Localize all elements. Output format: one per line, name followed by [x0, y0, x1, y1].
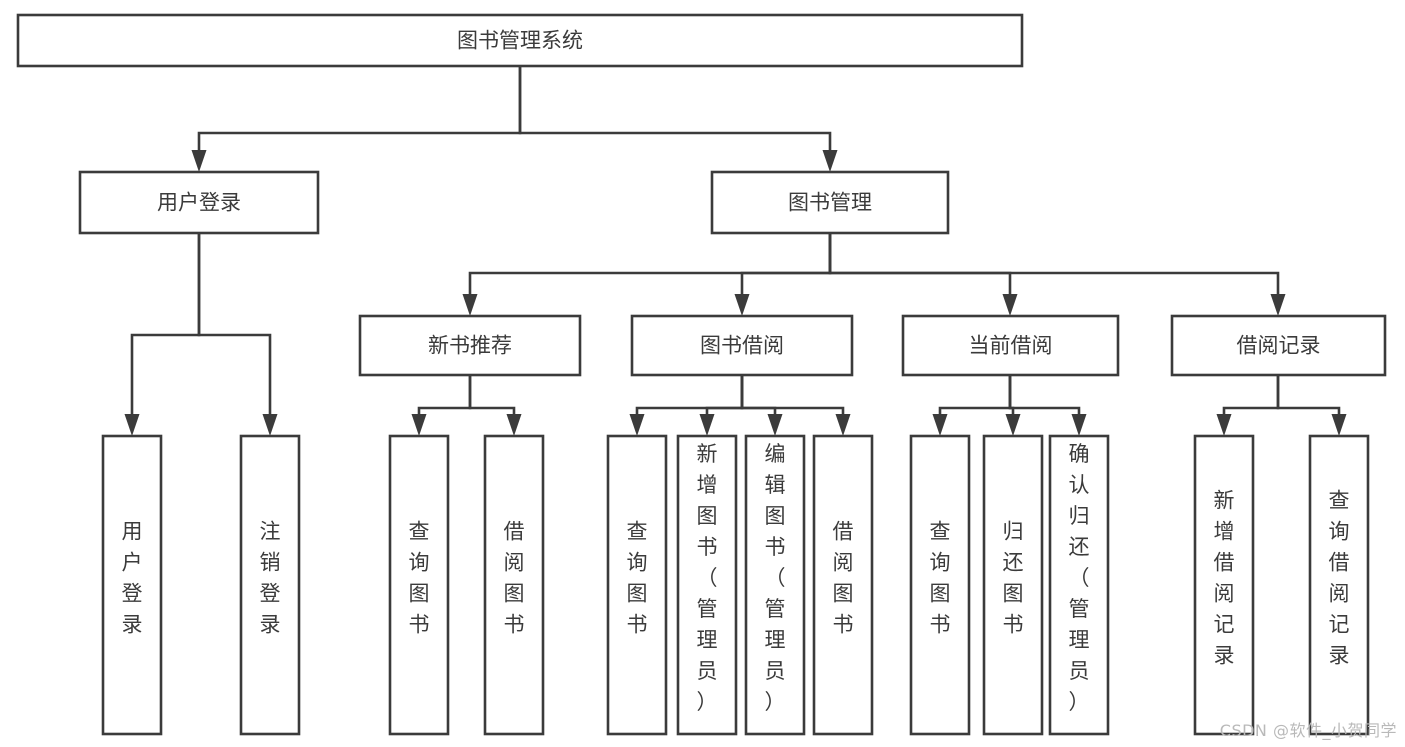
connector-user-login-to-leaf-logout	[197, 233, 278, 436]
node-box[interactable]	[1170, 314, 1387, 377]
connector-book-borrow-to-leaf-add-book	[699, 375, 744, 436]
connector-book-manage-to-current-borrow	[828, 233, 1018, 316]
node-box[interactable]	[982, 434, 1044, 736]
node-box[interactable]	[676, 434, 738, 736]
node-leaf-add-book[interactable]: 新增图书（管理员）	[676, 434, 738, 736]
node-leaf-query-book-3[interactable]: 查询图书	[909, 434, 971, 736]
node-box[interactable]	[239, 434, 301, 736]
node-box[interactable]	[710, 170, 950, 235]
node-label: 确认归还（管理员）	[1069, 442, 1090, 714]
connector-root-to-user-login	[191, 66, 522, 172]
connector-new-book-rec-to-leaf-query-book-1	[411, 375, 472, 436]
node-label: 图书借阅	[700, 334, 784, 358]
node-leaf-query-record[interactable]: 查询借阅记录	[1308, 434, 1370, 736]
node-box[interactable]	[812, 434, 874, 736]
node-label: 查询图书	[930, 520, 951, 637]
node-label: 查询借阅记录	[1329, 489, 1350, 668]
node-leaf-borrow-book-2[interactable]: 借阅图书	[812, 434, 874, 736]
node-box[interactable]	[744, 434, 806, 736]
connector-book-manage-to-borrow-record	[828, 233, 1286, 316]
node-label: 新增借阅记录	[1214, 489, 1235, 668]
node-box[interactable]	[909, 434, 971, 736]
node-box[interactable]	[1048, 434, 1110, 736]
connector-book-borrow-to-leaf-edit-book	[740, 375, 783, 436]
node-box[interactable]	[901, 314, 1120, 377]
node-label: 归还图书	[1003, 520, 1024, 637]
node-label: 当前借阅	[969, 334, 1053, 358]
connector-book-manage-to-new-book-rec	[462, 233, 832, 316]
node-box[interactable]	[1308, 434, 1370, 736]
node-root-system[interactable]: 图书管理系统	[16, 13, 1024, 68]
node-new-book-rec[interactable]: 新书推荐	[358, 314, 582, 377]
node-label: 借阅记录	[1237, 334, 1321, 358]
node-label: 图书管理	[788, 191, 872, 215]
connector-new-book-rec-to-leaf-borrow-book-1	[468, 375, 522, 436]
connector-root-to-book-manage	[518, 66, 838, 172]
node-leaf-query-book-2[interactable]: 查询图书	[606, 434, 668, 736]
node-leaf-edit-book[interactable]: 编辑图书（管理员）	[744, 434, 806, 736]
watermark-label: CSDN @软件_小贺同学	[1219, 721, 1397, 740]
node-leaf-borrow-book-1[interactable]: 借阅图书	[483, 434, 545, 736]
node-label: 编辑图书（管理员）	[765, 442, 786, 714]
node-leaf-query-book-1[interactable]: 查询图书	[388, 434, 450, 736]
node-label: 借阅图书	[833, 520, 854, 637]
node-box[interactable]	[388, 434, 450, 736]
nodes-layer: 图书管理系统用户登录图书管理新书推荐图书借阅当前借阅借阅记录用户登录注销登录查询…	[16, 13, 1387, 736]
node-box[interactable]	[101, 434, 163, 736]
node-box[interactable]	[358, 314, 582, 377]
node-label: 注销登录	[260, 520, 281, 637]
node-label: 借阅图书	[504, 520, 525, 637]
node-box[interactable]	[483, 434, 545, 736]
connector-current-borrow-to-leaf-query-book-3	[932, 375, 1012, 436]
node-leaf-logout[interactable]: 注销登录	[239, 434, 301, 736]
node-book-manage[interactable]: 图书管理	[710, 170, 950, 235]
node-box[interactable]	[16, 13, 1024, 68]
node-leaf-user-login[interactable]: 用户登录	[101, 434, 163, 736]
node-borrow-record[interactable]: 借阅记录	[1170, 314, 1387, 377]
node-book-borrow[interactable]: 图书借阅	[630, 314, 854, 377]
node-leaf-add-record[interactable]: 新增借阅记录	[1193, 434, 1255, 736]
node-label: 用户登录	[122, 520, 143, 637]
node-box[interactable]	[1193, 434, 1255, 736]
node-box[interactable]	[630, 314, 854, 377]
connector-current-borrow-to-leaf-confirm-return	[1008, 375, 1087, 436]
node-user-login[interactable]: 用户登录	[78, 170, 320, 235]
edges-layer	[124, 66, 1347, 436]
connector-book-borrow-to-leaf-query-book-2	[629, 375, 744, 436]
node-current-borrow[interactable]: 当前借阅	[901, 314, 1120, 377]
connector-book-borrow-to-leaf-borrow-book-2	[740, 375, 851, 436]
node-label: 新书推荐	[428, 334, 512, 358]
node-label: 查询图书	[409, 520, 430, 637]
connector-borrow-record-to-leaf-query-record	[1276, 375, 1347, 436]
node-label: 图书管理系统	[457, 29, 583, 53]
connector-current-borrow-to-leaf-return-book	[1005, 375, 1021, 436]
connector-borrow-record-to-leaf-add-record	[1216, 375, 1280, 436]
node-box[interactable]	[78, 170, 320, 235]
connector-user-login-to-leaf-user-login	[124, 233, 201, 436]
node-label: 查询图书	[627, 520, 648, 637]
node-box[interactable]	[606, 434, 668, 736]
node-label: 新增图书（管理员）	[697, 442, 718, 714]
node-label: 用户登录	[157, 191, 241, 215]
connector-book-manage-to-book-borrow	[734, 233, 832, 316]
node-leaf-return-book[interactable]: 归还图书	[982, 434, 1044, 736]
node-leaf-confirm-return[interactable]: 确认归还（管理员）	[1048, 434, 1110, 736]
